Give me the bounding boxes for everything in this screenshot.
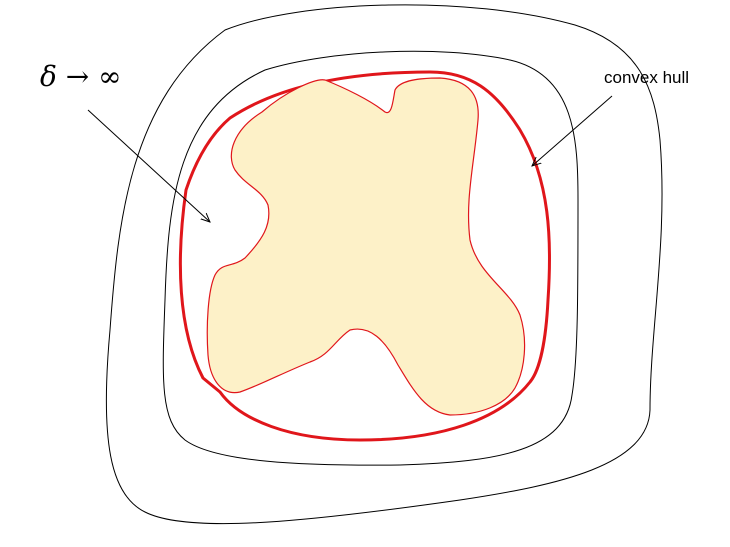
limit-arrow	[87, 109, 210, 222]
limit-label: δ → ∞	[40, 60, 121, 93]
yellow-shape	[206, 77, 526, 416]
hull-label: convex hull	[604, 68, 689, 87]
hull-arrow	[532, 95, 613, 166]
convex-hull-curve	[178, 70, 552, 442]
middle-contour-curve	[162, 50, 579, 466]
outer-contour-curve	[105, 4, 663, 525]
